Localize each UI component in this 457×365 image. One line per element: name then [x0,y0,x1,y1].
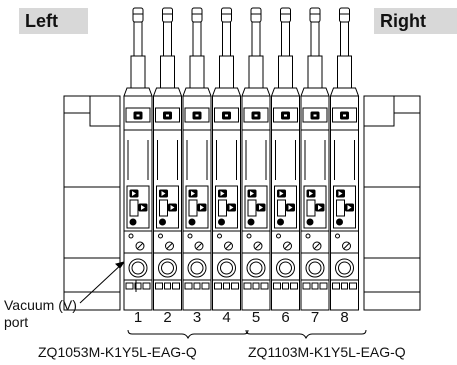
vacuum-port-label-line1: Vacuum (V) [4,297,77,313]
vacuum-port-icon [276,258,295,278]
valve-station-5 [241,7,271,311]
vacuum-port-icon [305,258,325,278]
valve-station-6 [270,7,301,311]
station-number-5: 5 [251,309,261,326]
vacuum-port-icon [335,258,354,278]
left-label: Left [19,8,88,34]
station-number-3: 3 [192,309,202,326]
connector-icon [340,111,349,120]
station-number-4: 4 [222,309,231,326]
model-label-group-b: ZQ1103M-K1Y5L-EAG-Q [248,344,406,360]
connector-icon [133,111,143,120]
station-number-8: 8 [340,309,349,326]
station-number-2: 2 [163,309,172,326]
valve-station-3 [182,7,212,311]
vacuum-port-label-line2: port [4,314,29,330]
indicator-icon [129,189,139,198]
indicator-icon [306,189,316,198]
connector-icon [281,111,290,120]
station-number-1: 1 [133,309,143,326]
brace-group-b [245,329,367,340]
indicator-icon [247,189,257,198]
valve-station-8 [329,7,360,311]
vacuum-port-icon [217,258,236,278]
indicator-icon [159,189,168,198]
vacuum-port-icon [158,258,177,278]
vacuum-port-label: Vacuum (V) port [4,297,77,331]
valve-station-1 [123,7,153,311]
vacuum-port-leader-line [79,261,125,304]
valve-station-7 [300,7,330,311]
right-label: Right [374,8,457,34]
connector-icon [310,111,320,120]
valve-station-2 [152,7,183,311]
indicator-icon [188,189,198,198]
vacuum-port-icon [246,258,266,278]
station-number-6: 6 [281,309,290,326]
connector-icon [163,111,172,120]
indicator-icon [336,189,345,198]
brace-group-a [127,329,249,340]
right-end-plate [363,95,421,311]
vacuum-port-icon [187,258,207,278]
valve-station-4 [211,7,242,311]
left-end-plate [63,95,121,311]
connector-icon [222,111,231,120]
indicator-icon [218,189,227,198]
connector-icon [192,111,202,120]
indicator-icon [277,189,286,198]
vacuum-port-icon [128,258,148,278]
model-label-group-a: ZQ1053M-K1Y5L-EAG-Q [38,344,197,360]
connector-icon [251,111,261,120]
station-number-7: 7 [310,309,320,326]
